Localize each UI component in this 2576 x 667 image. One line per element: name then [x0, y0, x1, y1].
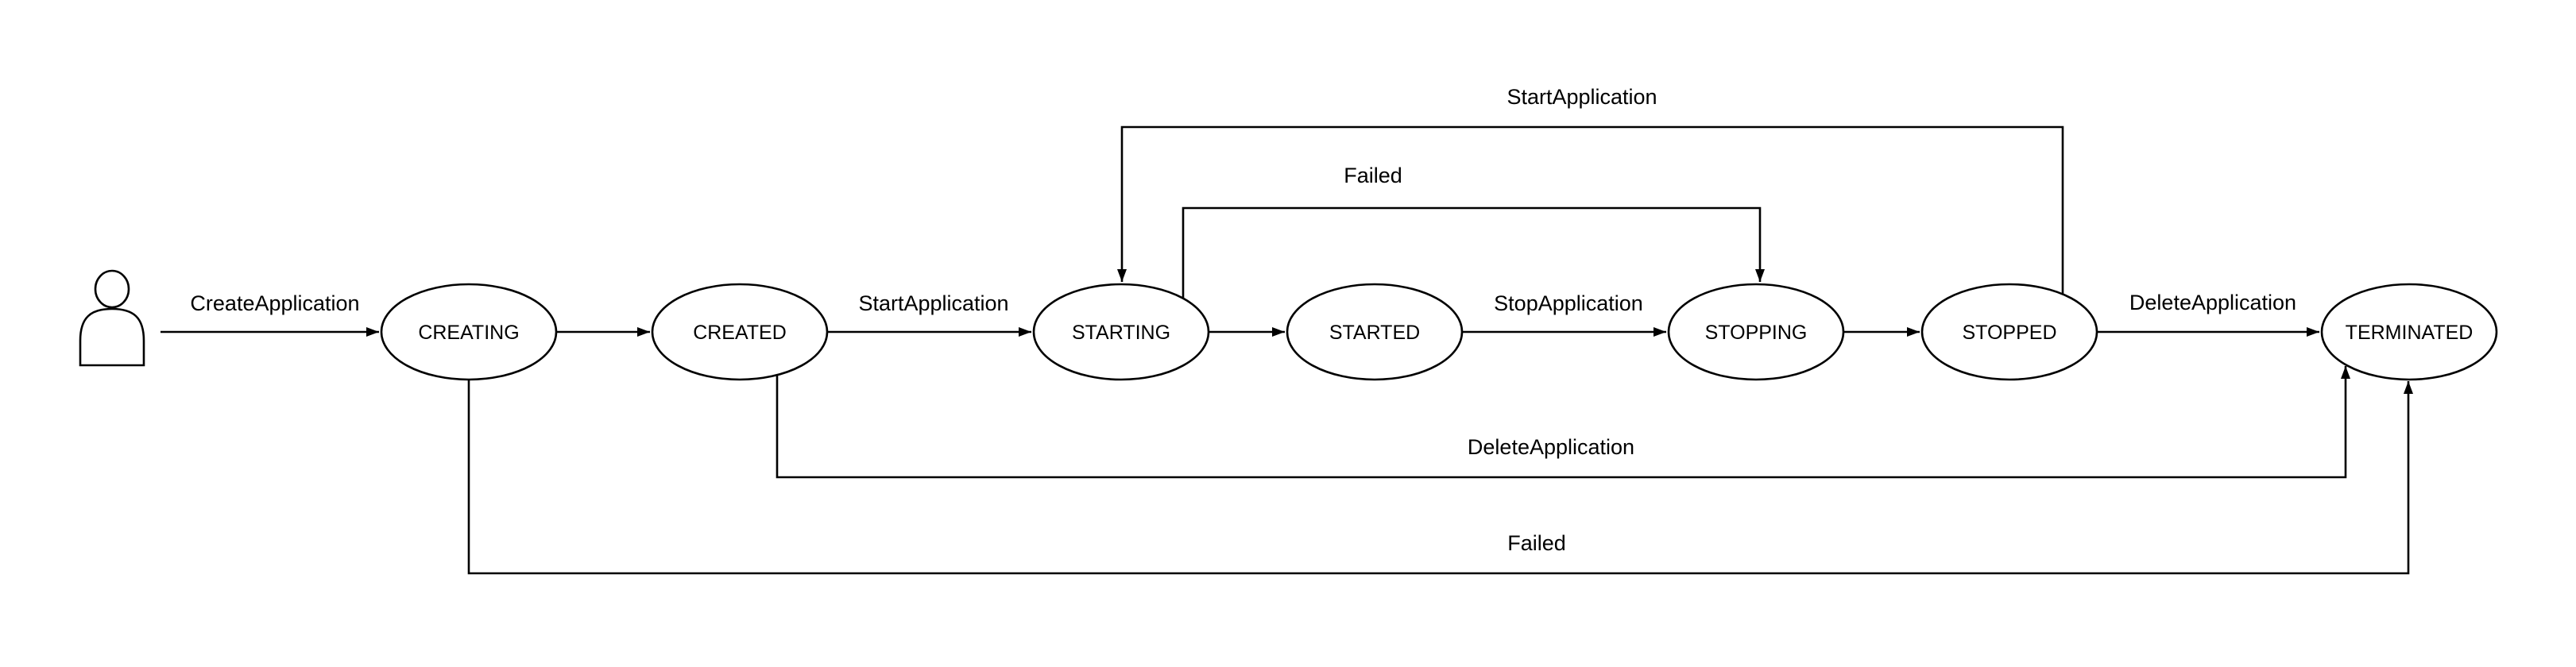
edge-label-restart-loop: StartApplication — [1507, 85, 1657, 109]
person-actor-icon — [79, 269, 145, 367]
edge-failed-starting-to-stopping — [1182, 206, 1765, 299]
state-shape — [1920, 283, 2098, 381]
state-shape — [1667, 283, 1845, 381]
state-label: TERMINATED — [2346, 322, 2474, 344]
state-node-stopping: STOPPING — [1667, 283, 1845, 381]
edge-restart-loop-stopped-to-starting — [1117, 125, 2064, 294]
state-shape — [1032, 283, 1210, 381]
state-shape — [1286, 283, 1464, 381]
state-shape — [2320, 283, 2498, 381]
state-node-starting: STARTING — [1032, 283, 1210, 381]
state-node-terminated: TERMINATED — [2320, 283, 2498, 381]
state-node-stopped: STOPPED — [1920, 283, 2098, 381]
actor-body — [79, 307, 145, 367]
state-label: CREATING — [418, 322, 519, 344]
edge-label-start-application: StartApplication — [858, 291, 1008, 315]
edge-label-delete-bottom: DeleteApplication — [1468, 435, 1634, 459]
edge-label-failed-top: Failed — [1344, 164, 1402, 187]
actor-head — [94, 269, 130, 309]
edge-failed-creating-to-terminated — [467, 380, 2413, 575]
state-shape — [380, 283, 558, 381]
edge-label-create-application: CreateApplication — [190, 291, 359, 315]
state-label: STOPPING — [1705, 322, 1808, 344]
edge-label-delete-application: DeleteApplication — [2129, 291, 2296, 314]
state-label: STARTED — [1329, 322, 1420, 344]
edge-label-failed-bottom: Failed — [1507, 531, 1566, 555]
state-label: CREATED — [693, 322, 787, 344]
state-node-creating: CREATING — [380, 283, 558, 381]
state-node-started: STARTED — [1286, 283, 1464, 381]
state-label: STOPPED — [1962, 322, 2056, 344]
edge-label-stop-application: StopApplication — [1494, 291, 1643, 315]
state-label: STARTING — [1072, 322, 1170, 344]
state-node-created: CREATED — [651, 283, 829, 381]
state-shape — [651, 283, 829, 381]
edge-delete-created-to-terminated — [776, 366, 2350, 479]
